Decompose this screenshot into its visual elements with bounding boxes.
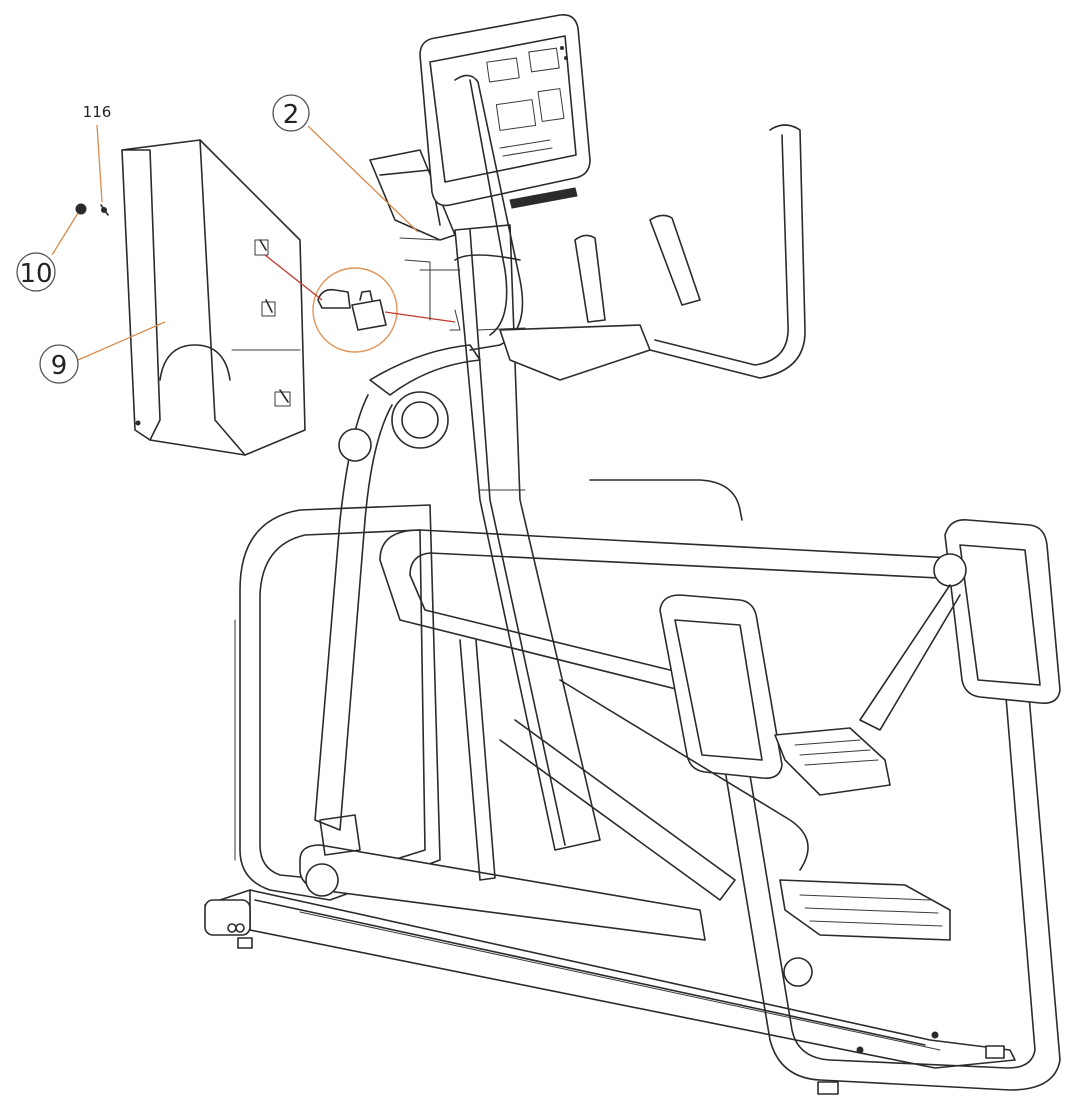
pedal-right bbox=[774, 727, 891, 796]
screw-116 bbox=[100, 204, 109, 216]
console bbox=[369, 13, 591, 241]
callout-10-label: 10 bbox=[19, 259, 52, 289]
center-loop-frame bbox=[379, 479, 1061, 1091]
callout-9-label: 9 bbox=[51, 351, 68, 381]
main-upright bbox=[454, 224, 601, 851]
pedal-left bbox=[779, 879, 951, 941]
leader-116 bbox=[96, 124, 103, 203]
callout-9: 9 bbox=[39, 344, 79, 384]
clip-detail bbox=[264, 237, 461, 353]
leader-10 bbox=[51, 212, 79, 256]
leader-2 bbox=[307, 125, 419, 233]
left-moving-arm bbox=[299, 344, 706, 941]
washer-10 bbox=[75, 203, 87, 215]
callout-2-label: 2 bbox=[283, 100, 300, 130]
leader-9 bbox=[77, 321, 166, 361]
callout-116: 116 bbox=[83, 103, 112, 121]
callout-2: 2 bbox=[272, 94, 310, 132]
left-arm-pad bbox=[659, 594, 783, 780]
drive-links bbox=[459, 639, 813, 987]
base-frame bbox=[204, 889, 1016, 1095]
callout-10: 10 bbox=[16, 252, 56, 292]
callout-116-label: 116 bbox=[83, 103, 112, 121]
rear-shroud bbox=[234, 504, 441, 901]
fixed-handlebars bbox=[454, 74, 806, 381]
shroud-part-9 bbox=[121, 139, 306, 456]
right-arm-pad bbox=[859, 518, 1061, 731]
